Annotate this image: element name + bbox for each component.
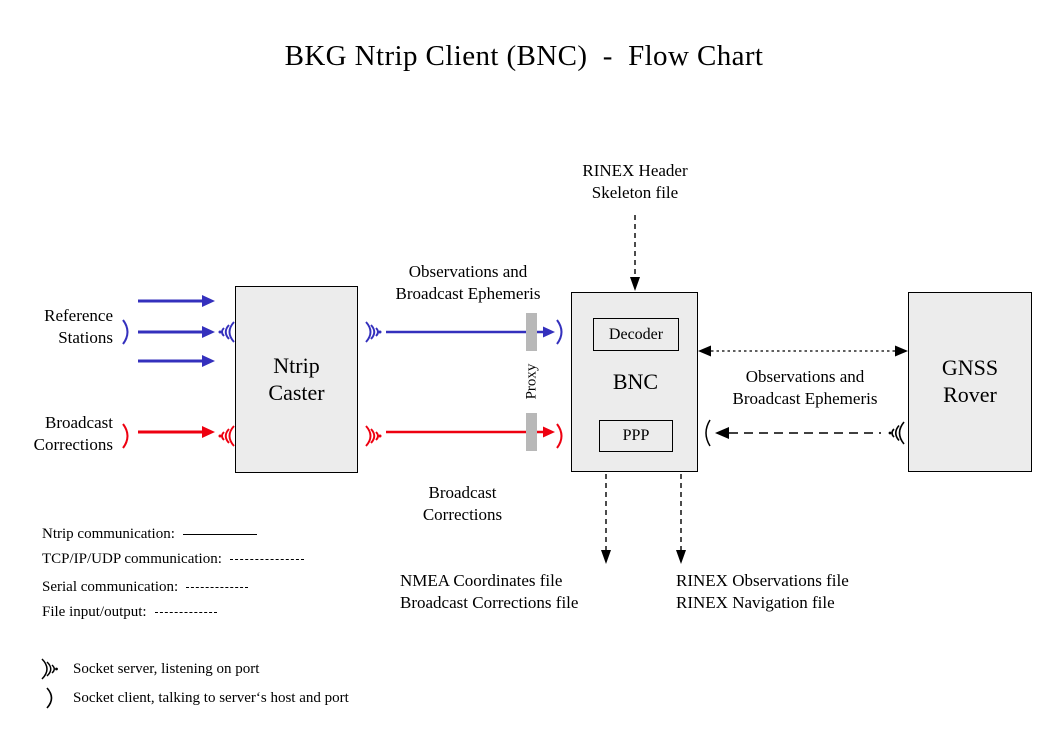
proxy-bar-lower xyxy=(526,413,537,451)
arrow-skeleton-to-bnc xyxy=(630,215,640,291)
node-bnc-ppp[interactable]: PPP xyxy=(599,420,673,452)
legend-item-file-input-output: File input/output: xyxy=(42,604,217,621)
socket-client-arc-icon xyxy=(122,423,129,449)
page-title: BKG Ntrip Client (BNC) - Flow Chart xyxy=(284,40,764,72)
legend-socket-client-label: Socket client, talking to server‘s host … xyxy=(73,689,349,706)
node-bnc-ppp-label: PPP xyxy=(622,427,650,445)
legend-label: Serial communication: xyxy=(42,579,179,595)
arrow-reference-stations-2 xyxy=(138,326,215,338)
legend-item-socket-server: Socket server, listening on port xyxy=(38,657,259,681)
arrow-corrections-to-bnc xyxy=(386,426,555,438)
legend-label: Ntrip communication: xyxy=(42,526,175,542)
socket-server-antenna-icon xyxy=(365,425,382,447)
legend-item-ntrip-communication: Ntrip communication: xyxy=(42,526,257,543)
legend-line-dash xyxy=(229,559,304,560)
socket-server-antenna-icon xyxy=(41,658,58,680)
node-ntrip-caster[interactable]: Ntrip Caster xyxy=(235,286,358,473)
socket-server-antenna-icon xyxy=(888,421,905,445)
socket-server-antenna-icon xyxy=(218,321,235,343)
legend-item-tcp-ip-udp-communication: TCP/IP/UDP communication: xyxy=(42,551,304,568)
node-gnss-rover[interactable]: GNSS Rover xyxy=(908,292,1032,472)
arrow-rover-to-bnc xyxy=(715,427,881,439)
socket-client-arc-icon xyxy=(556,319,563,345)
legend-label: File input/output: xyxy=(42,604,147,620)
node-bnc-decoder[interactable]: Decoder xyxy=(593,318,679,351)
arrow-reference-stations-1 xyxy=(138,295,215,307)
label-broadcast-corrections-mid: Broadcast Corrections xyxy=(422,483,503,525)
legend-item-socket-client: Socket client, talking to server‘s host … xyxy=(38,686,349,710)
label-broadcast-corrections-input: Broadcast Corrections xyxy=(33,413,113,455)
arrow-observations-to-bnc xyxy=(386,326,555,338)
label-reference-stations: Reference Stations xyxy=(44,306,113,348)
label-output-rinex-files: RINEX Observations file RINEX Navigation… xyxy=(676,571,849,613)
proxy-bar-upper xyxy=(526,313,537,351)
node-ntrip-caster-label: Ntrip Caster xyxy=(268,352,325,405)
socket-client-arc-icon xyxy=(556,423,563,449)
legend-item-serial-communication: Serial communication: xyxy=(42,579,249,596)
label-output-nmea-files: NMEA Coordinates file Broadcast Correcti… xyxy=(400,571,579,613)
node-bnc[interactable]: Decoder BNC PPP xyxy=(571,292,698,472)
arrow-bnc-to-nmea-files xyxy=(601,474,611,564)
arrow-bnc-rover-bidirectional xyxy=(698,345,908,357)
legend-line-dash-small xyxy=(186,587,249,588)
node-gnss-rover-label: GNSS Rover xyxy=(941,355,999,407)
label-proxy: Proxy xyxy=(523,363,540,400)
node-bnc-decoder-label: Decoder xyxy=(608,325,664,343)
socket-client-arc-icon xyxy=(122,319,129,345)
arrow-reference-stations-3 xyxy=(138,355,215,367)
legend-label: TCP/IP/UDP communication: xyxy=(42,551,222,567)
legend-line-dotted xyxy=(154,612,217,613)
label-observations-ephemeris-left: Observations and Broadcast Ephemeris xyxy=(395,262,541,304)
legend-line-solid xyxy=(182,534,257,535)
socket-server-antenna-icon xyxy=(218,425,235,447)
socket-client-arc-icon xyxy=(46,687,53,709)
label-observations-ephemeris-right: Observations and Broadcast Ephemeris xyxy=(732,367,878,409)
socket-client-arc-icon xyxy=(705,419,711,447)
socket-server-antenna-icon xyxy=(365,321,382,343)
arrow-bnc-to-rinex-files xyxy=(676,474,686,564)
node-bnc-label: BNC xyxy=(612,369,659,394)
label-rinex-header-skeleton: RINEX Header Skeleton file xyxy=(582,161,688,203)
arrow-broadcast-corrections-in xyxy=(138,426,215,438)
legend-socket-server-label: Socket server, listening on port xyxy=(73,660,260,677)
